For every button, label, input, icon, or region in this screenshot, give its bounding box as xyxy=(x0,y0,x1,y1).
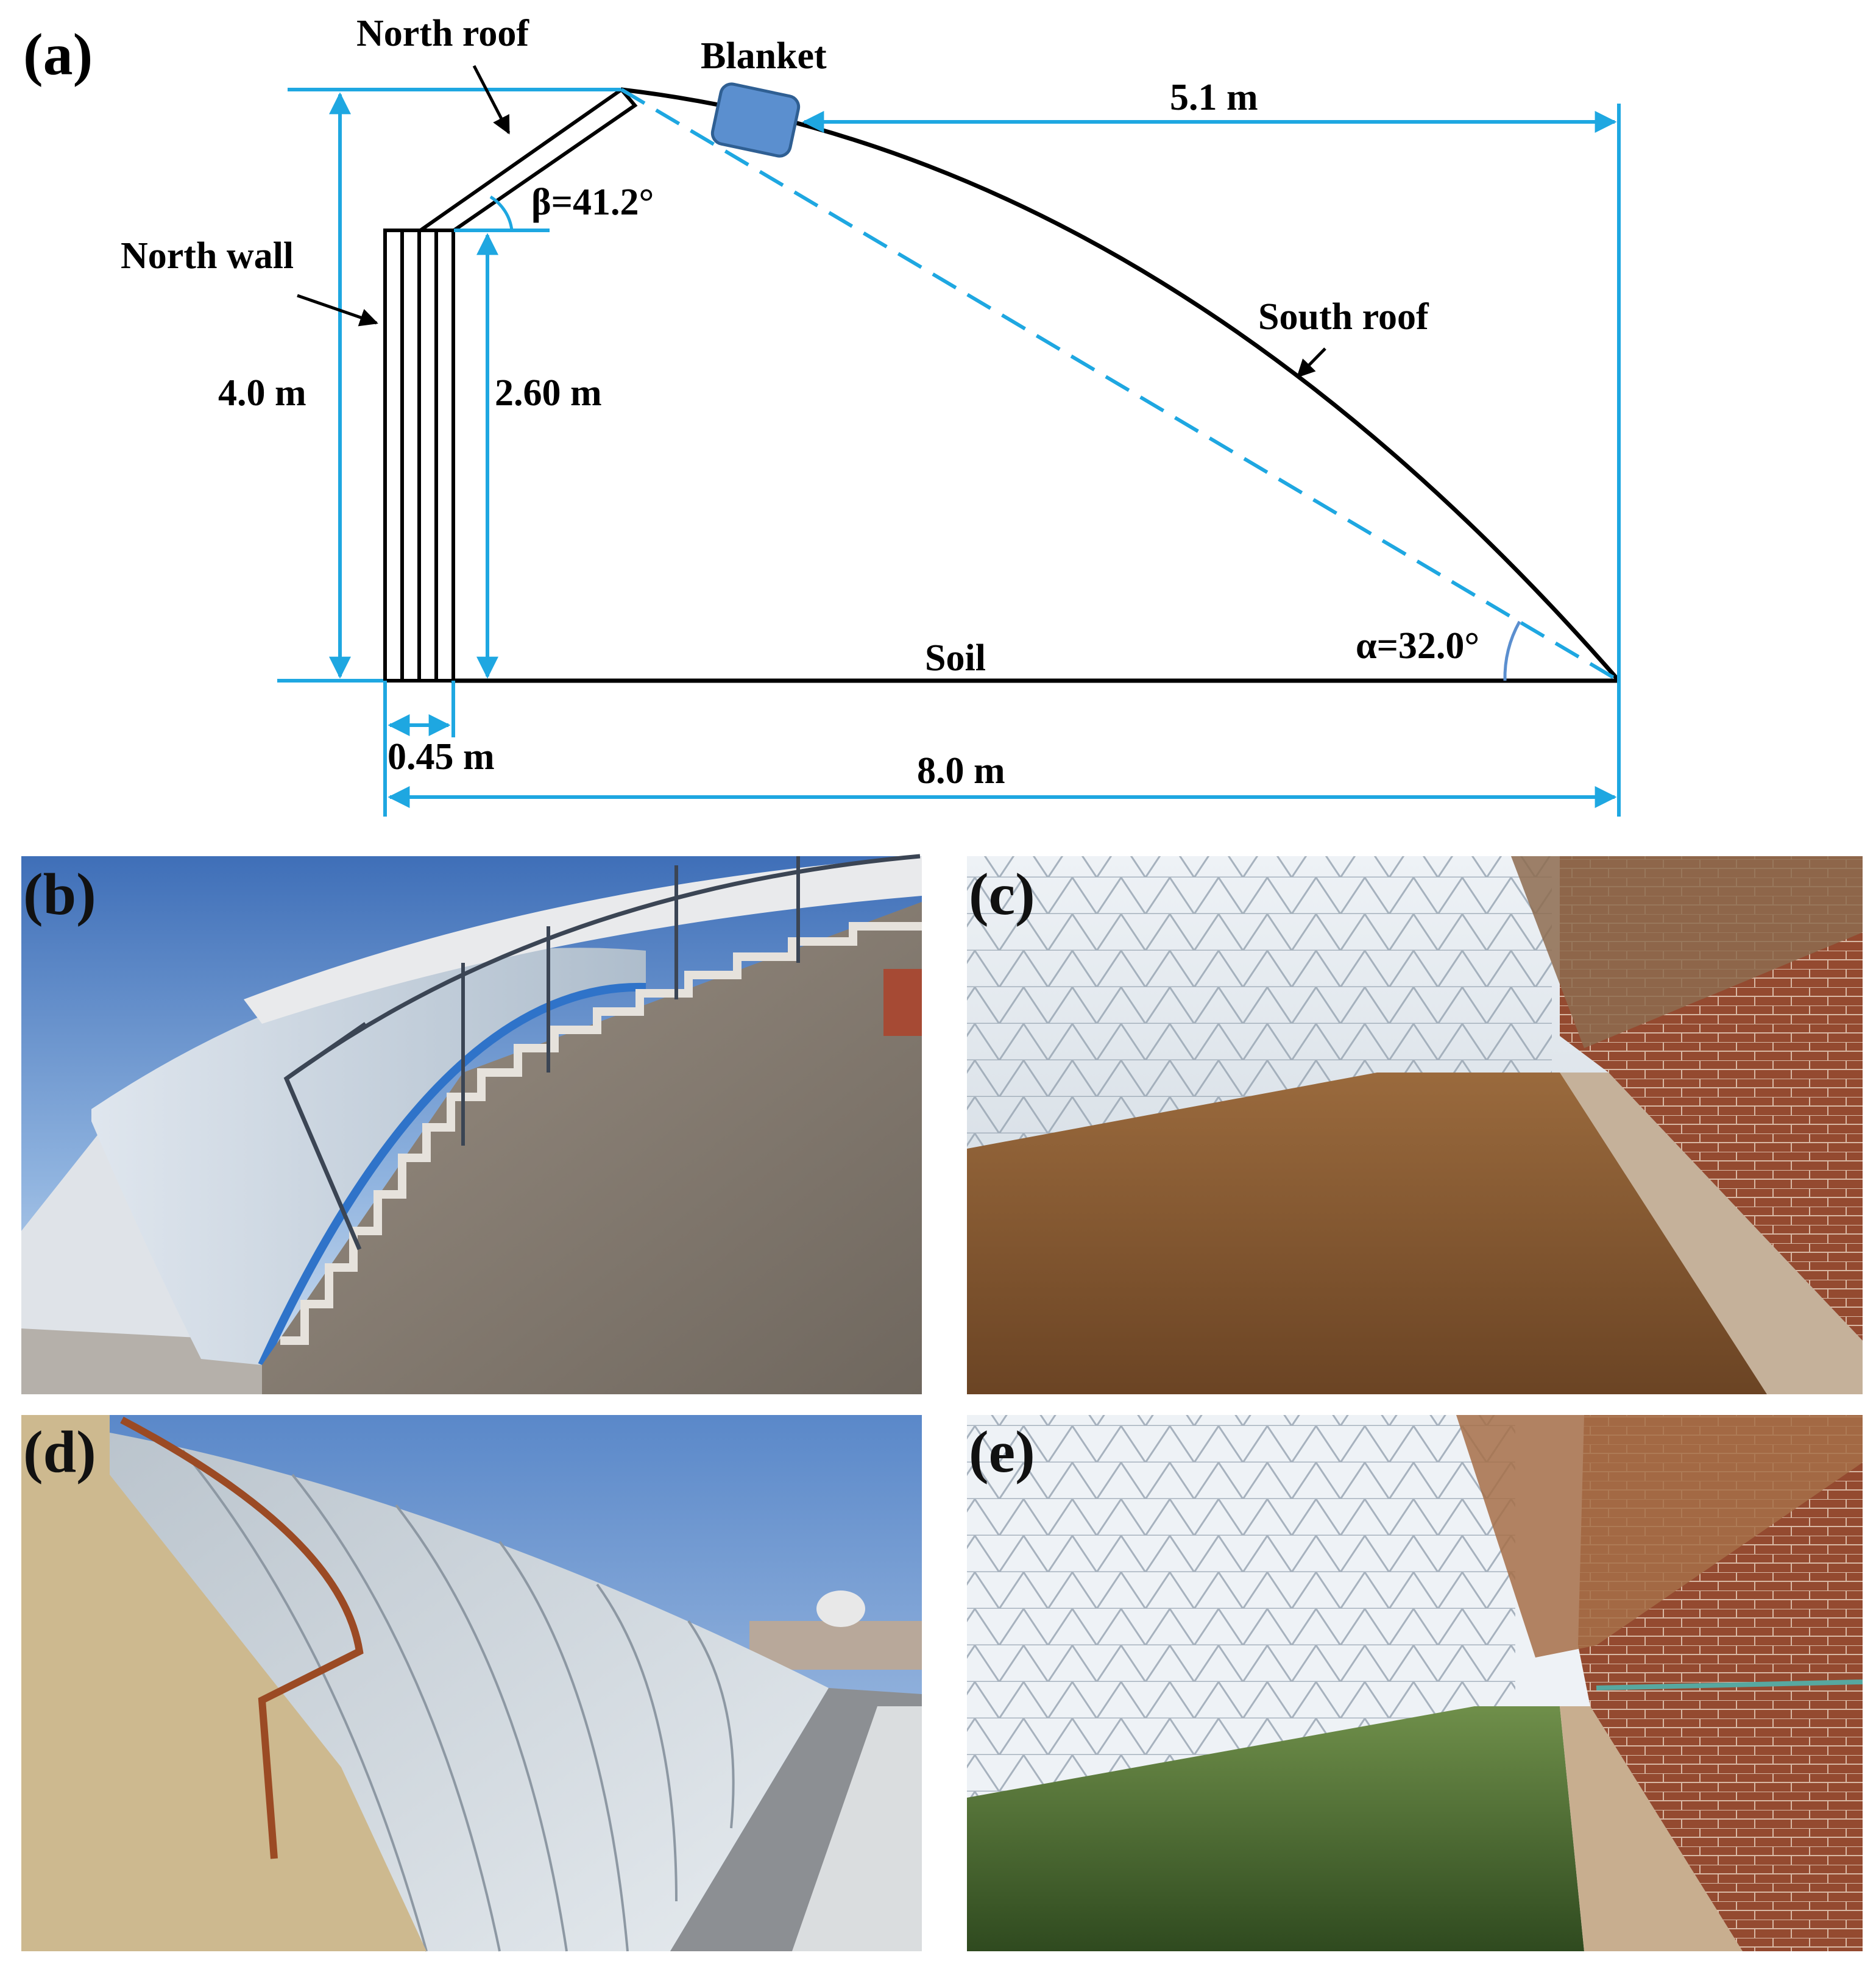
label-alpha: α=32.0° xyxy=(1356,625,1479,667)
panel-d-photo: (d) xyxy=(21,1415,922,1952)
pointer-north-roof xyxy=(472,65,511,135)
label-span-to-ridge: 5.1 m xyxy=(1170,77,1258,118)
label-wall-thickness: 0.45 m xyxy=(388,736,495,778)
label-north-wall: North wall xyxy=(121,235,294,277)
blanket-icon xyxy=(710,82,801,158)
panel-label-a: (a) xyxy=(23,22,93,88)
light-angle-dashed-line xyxy=(620,88,1620,683)
pointer-north-wall xyxy=(297,294,378,327)
label-blanket: Blanket xyxy=(701,35,827,77)
panel-b-photo: (b) xyxy=(21,854,922,1394)
label-south-roof: South roof xyxy=(1258,296,1429,338)
panel-e-photo: (e) xyxy=(967,1415,1863,1951)
pointer-south-roof xyxy=(1296,347,1326,378)
label-beta: β=41.2° xyxy=(531,182,654,223)
label-north-roof: North roof xyxy=(356,13,529,54)
label-ridge-height: 4.0 m xyxy=(218,372,306,414)
panel-a-schematic: (a) 4.0 m 2.60 m xyxy=(23,13,1621,817)
panel-label-d: (d) xyxy=(23,1419,96,1485)
north-roof xyxy=(414,87,638,232)
label-total-span: 8.0 m xyxy=(917,750,1005,792)
panel-label-b: (b) xyxy=(23,862,96,927)
panel-c-photo: (c) xyxy=(967,856,1863,1394)
label-soil: Soil xyxy=(925,637,986,679)
panel-label-e: (e) xyxy=(969,1419,1035,1485)
beta-angle-arc xyxy=(489,195,514,231)
panel-label-c: (c) xyxy=(969,862,1035,927)
alpha-angle-arc xyxy=(1503,620,1521,681)
label-wall-height: 2.60 m xyxy=(495,372,602,414)
north-wall xyxy=(383,229,455,683)
